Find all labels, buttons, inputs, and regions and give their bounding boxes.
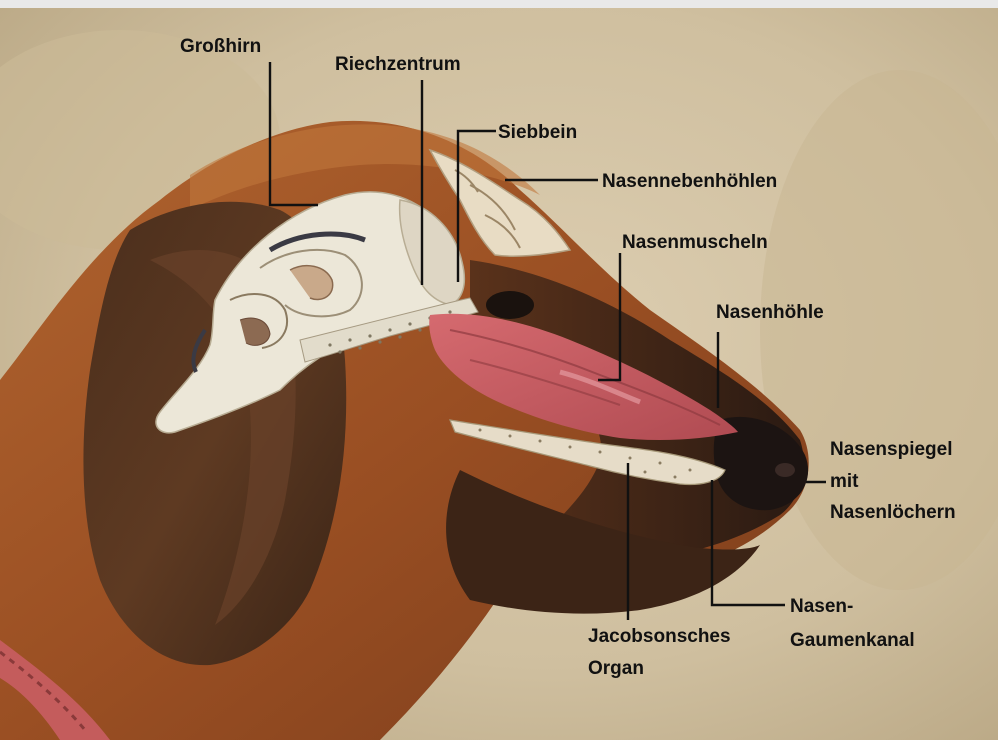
label-jacobson-line2: Organ <box>588 658 644 679</box>
eye <box>486 291 534 319</box>
label-riechzentrum: Riechzentrum <box>335 54 461 75</box>
nostril <box>775 463 795 477</box>
label-siebbein: Siebbein <box>498 122 577 143</box>
label-nasennebenhoehlen: Nasennebenhöhlen <box>602 171 777 192</box>
label-nasen-gaumenkanal-line2: Gaumenkanal <box>790 630 915 651</box>
label-nasenmuscheln: Nasenmuscheln <box>622 232 768 253</box>
label-nasenspiegel-line1: Nasenspiegel <box>830 439 953 460</box>
label-nasenhoehle: Nasenhöhle <box>716 302 824 323</box>
label-nasenspiegel-line2: mit <box>830 471 859 492</box>
label-nasenspiegel-line3: Nasenlöchern <box>830 502 956 523</box>
label-nasen-gaumenkanal-line1: Nasen- <box>790 596 853 617</box>
top-border <box>0 0 998 8</box>
label-grosshirn: Großhirn <box>180 36 261 57</box>
label-jacobson-line1: Jacobsonsches <box>588 626 731 647</box>
